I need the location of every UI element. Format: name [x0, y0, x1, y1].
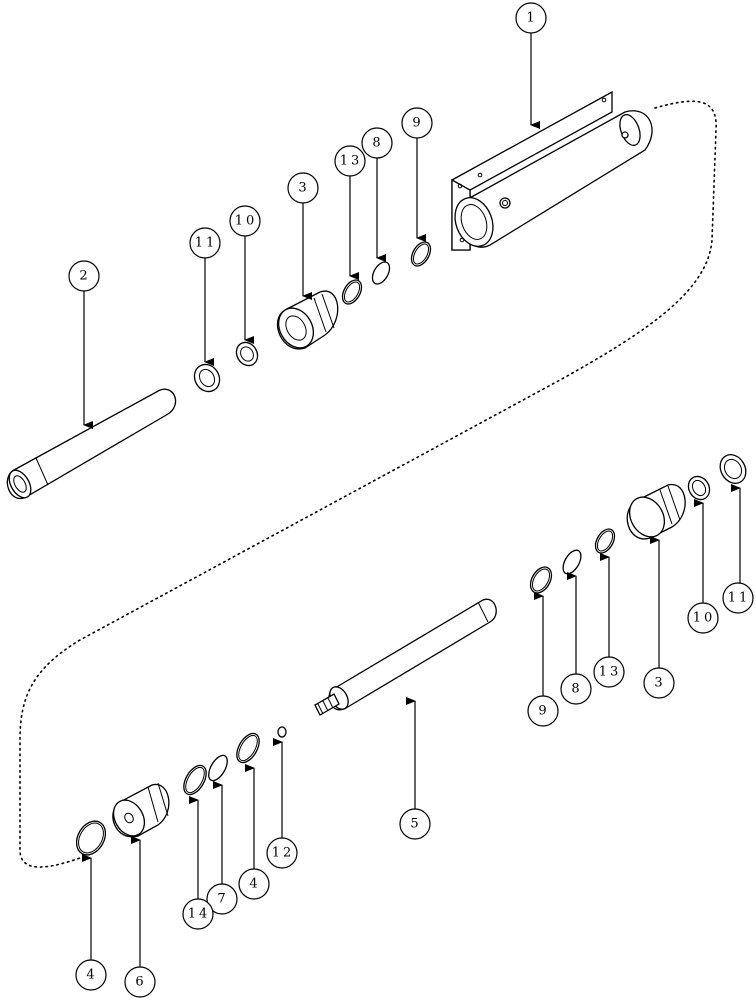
callout-8-upper: 8	[372, 136, 383, 151]
lower-right-seals-group	[529, 454, 747, 594]
callout-circle-7	[206, 883, 238, 915]
callout-circle-12	[266, 837, 298, 869]
callout-6: 6	[135, 975, 146, 990]
callout-2: 2	[79, 269, 90, 284]
callout-13-lower: 13	[599, 665, 622, 680]
callout-14: 14	[188, 907, 211, 922]
callout-9-lower: 9	[538, 704, 549, 719]
callout-circle-11-lower	[722, 582, 754, 614]
callout-circle-5	[399, 808, 431, 840]
callout-circle-4-lower	[75, 959, 107, 991]
callout-11-upper: 11	[195, 236, 218, 251]
callout-circle-14	[182, 898, 214, 930]
callout-circle-13-upper	[334, 145, 366, 177]
callout-5: 5	[410, 817, 421, 832]
callout-11-lower: 11	[728, 591, 751, 606]
callout-circle-11-upper	[189, 227, 221, 259]
callout-circle-8-upper	[361, 127, 393, 159]
callout-10-lower: 10	[693, 611, 716, 626]
tube-part	[6, 388, 177, 500]
rod-part	[314, 598, 497, 716]
callout-10-upper: 10	[235, 214, 258, 229]
cylinder-barrel-part	[451, 90, 653, 251]
callout-8-lower: 8	[571, 682, 582, 697]
callout-13-upper: 13	[340, 154, 363, 169]
lower-left-seals-group	[75, 726, 287, 856]
callout-circle-10-upper	[229, 205, 261, 237]
callout-circle-1	[515, 2, 547, 34]
callout-circle-2	[68, 260, 100, 292]
callout-4-lower: 4	[86, 968, 97, 983]
callout-circle-3-lower	[643, 667, 675, 699]
callout-9-upper: 9	[412, 116, 423, 131]
callout-4-middle: 4	[249, 877, 260, 892]
callout-circle-3-upper	[287, 172, 319, 204]
callout-circle-10-lower	[687, 602, 719, 634]
callout-circle-13-lower	[593, 656, 625, 688]
callout-12: 12	[272, 846, 295, 861]
callout-circle-6	[124, 966, 156, 998]
upper-seals-group	[193, 241, 432, 393]
callout-circle-9-upper	[401, 107, 433, 139]
callout-7: 7	[217, 892, 228, 907]
assembly-path-dotted	[19, 100, 717, 868]
callout-3-upper: 3	[298, 181, 309, 196]
callout-circle-9-lower	[527, 695, 559, 727]
callout-circle-8-lower	[560, 673, 592, 705]
callout-1: 1	[526, 11, 537, 26]
callout-3-lower: 3	[654, 676, 665, 691]
callout-circle-4-middle	[238, 868, 270, 900]
